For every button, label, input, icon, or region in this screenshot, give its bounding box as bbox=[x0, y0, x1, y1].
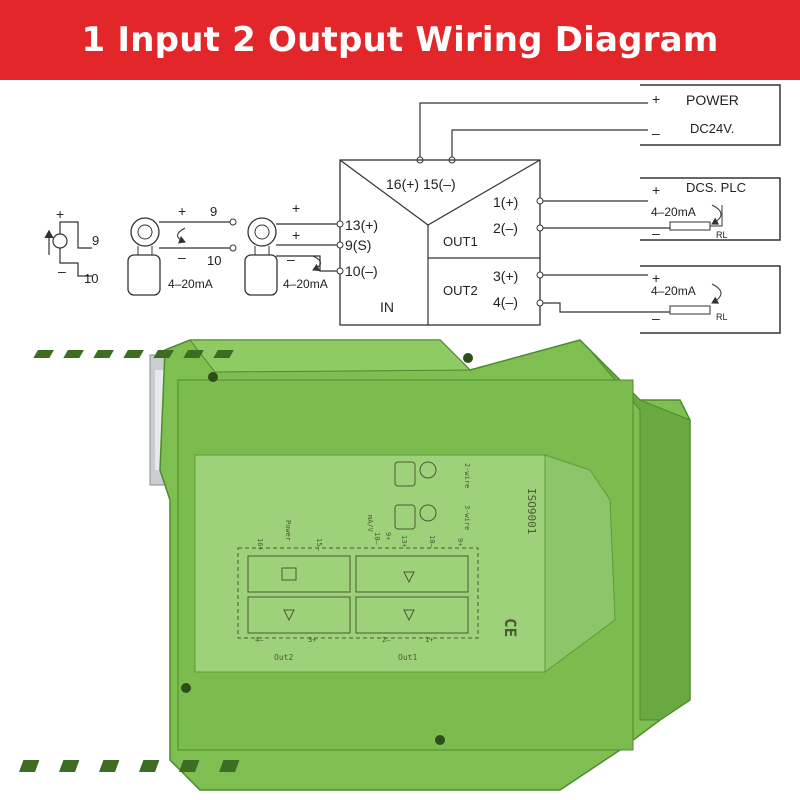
page-title: 1 Input 2 Output Wiring Diagram bbox=[81, 20, 719, 60]
load2-rl: RL bbox=[716, 312, 728, 322]
source-a-9: 9 bbox=[92, 233, 99, 248]
label-t9: 9+ bbox=[384, 532, 392, 540]
power-minus-wire bbox=[451, 129, 648, 160]
out2-terminal-4: 4(–) bbox=[493, 294, 518, 310]
input-terminal-10: 10(–) bbox=[345, 263, 378, 279]
label-t4: 4– bbox=[255, 636, 264, 644]
label-t1: 1+ bbox=[425, 636, 433, 644]
power-label: POWER bbox=[686, 92, 739, 108]
source-c-transmitter: + + – 4–20mA bbox=[244, 200, 337, 296]
terminal-1 bbox=[536, 197, 544, 205]
ce-mark: CE bbox=[501, 618, 520, 637]
power-minus: – bbox=[652, 125, 660, 141]
out1-label: OUT1 bbox=[443, 234, 478, 249]
screw bbox=[208, 372, 218, 382]
dcs-rl: RL bbox=[716, 230, 728, 240]
source-c-minus: – bbox=[287, 251, 295, 267]
source-c-plus2: + bbox=[292, 227, 300, 243]
dcs-resistor bbox=[669, 221, 711, 231]
power-voltage: DC24V. bbox=[690, 121, 734, 136]
source-a-10: 10 bbox=[84, 271, 98, 286]
input-terminal-13: 13(+) bbox=[345, 217, 378, 233]
label-16: 16+ bbox=[256, 538, 264, 551]
source-b-9: 9 bbox=[210, 204, 217, 219]
dcs-plus: + bbox=[652, 182, 660, 198]
label-t13: 13+ bbox=[400, 535, 408, 548]
label-power: Power bbox=[284, 520, 292, 541]
source-b-transmitter: + 9 – 10 4–20mA bbox=[127, 203, 237, 296]
label-2wire: 2-wire bbox=[463, 463, 471, 488]
source-b-plus: + bbox=[178, 203, 186, 219]
power-plus: + bbox=[652, 91, 660, 107]
label-t2: 2– bbox=[382, 636, 391, 644]
label-t3: 3+ bbox=[308, 636, 316, 644]
input-label: IN bbox=[380, 299, 394, 315]
label-t9b: 9+ bbox=[456, 538, 464, 546]
out1-terminal-2: 2(–) bbox=[493, 220, 518, 236]
iso-label: ISO9001 bbox=[525, 488, 538, 534]
terminal-2 bbox=[536, 224, 544, 232]
label-out2: Out2 bbox=[274, 653, 293, 662]
load2-minus: – bbox=[652, 310, 660, 326]
source-b-minus: – bbox=[178, 249, 186, 265]
label-mav: mA/V bbox=[366, 515, 374, 533]
power-terminals: 16(+) 15(–) bbox=[386, 176, 456, 192]
input-terminal-9s: 9(S) bbox=[345, 237, 371, 253]
source-b-10: 10 bbox=[207, 253, 221, 268]
source-c-plus: + bbox=[292, 200, 300, 216]
label-out1: Out1 bbox=[398, 653, 417, 662]
terminal-13 bbox=[336, 220, 344, 228]
terminal-9 bbox=[336, 241, 344, 249]
screw bbox=[181, 683, 191, 693]
title-banner: 1 Input 2 Output Wiring Diagram bbox=[0, 0, 800, 80]
dcs-minus: – bbox=[652, 225, 660, 241]
terminal-10 bbox=[336, 267, 344, 275]
source-a-current-source: + 9 – 10 bbox=[44, 206, 99, 286]
source-b-current: 4–20mA bbox=[168, 277, 213, 291]
load2-box: + – 4–20mA RL bbox=[640, 265, 781, 334]
label-3wire: 3-wire bbox=[463, 505, 471, 530]
dcs-plc-box: + DCS. PLC – 4–20mA RL bbox=[640, 177, 781, 241]
load2-current: 4–20mA bbox=[651, 284, 696, 298]
terminal-4 bbox=[536, 299, 544, 307]
out1-terminal-1: 1(+) bbox=[493, 194, 518, 210]
terminal-3 bbox=[536, 271, 544, 279]
power-plus-wire bbox=[419, 102, 648, 160]
screw bbox=[463, 353, 473, 363]
source-a-plus: + bbox=[56, 206, 64, 222]
source-a-minus: – bbox=[58, 263, 66, 279]
label-t10b: 10– bbox=[428, 535, 436, 548]
power-box: + POWER – DC24V. bbox=[640, 84, 781, 146]
dcs-label: DCS. PLC bbox=[686, 180, 746, 195]
out2-label: OUT2 bbox=[443, 283, 478, 298]
module-outline: 16(+) 15(–) 13(+) 9(S) 10(–) IN 1(+) 2(–… bbox=[339, 159, 541, 326]
screw bbox=[435, 735, 445, 745]
out2-terminal-3: 3(+) bbox=[493, 268, 518, 284]
source-c-current: 4–20mA bbox=[283, 277, 328, 291]
load2-resistor bbox=[669, 305, 711, 315]
din-rail-module: ISO9001 CE Power 16+ 15– mA/V 10– 9+ 13+… bbox=[19, 339, 691, 791]
label-t10: 10– bbox=[373, 532, 381, 545]
load2-plus: + bbox=[652, 270, 660, 286]
label-15: 15– bbox=[315, 538, 323, 551]
dcs-current: 4–20mA bbox=[651, 205, 696, 219]
